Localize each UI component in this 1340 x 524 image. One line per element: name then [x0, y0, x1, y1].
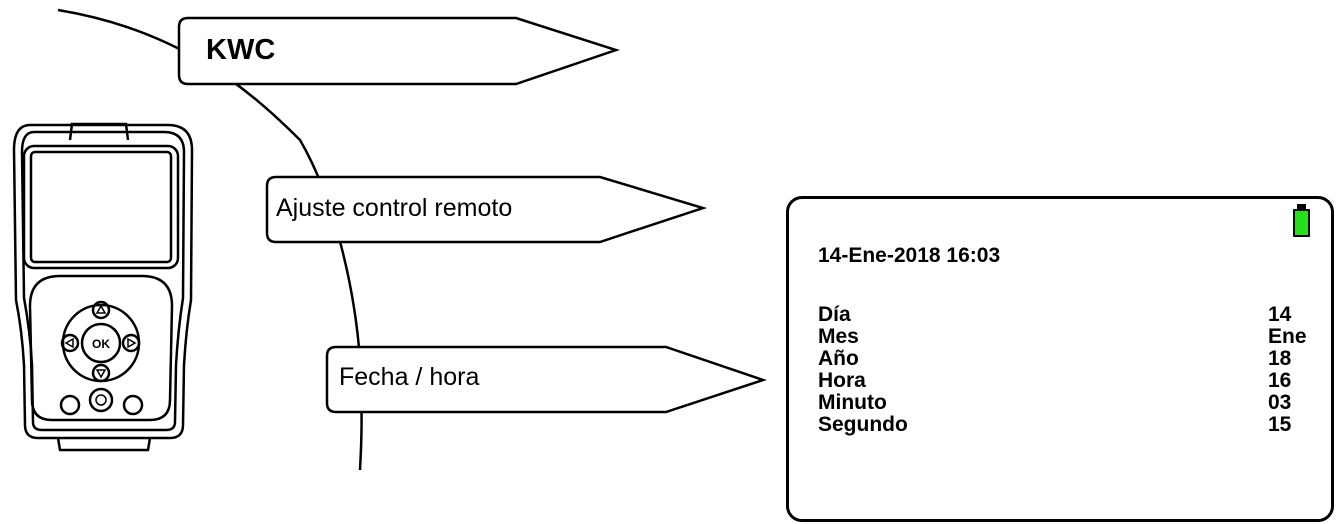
- setting-row-day[interactable]: Día 14: [818, 304, 1302, 326]
- left-function-button-icon: [59, 394, 81, 416]
- battery-terminal: [1297, 204, 1306, 209]
- right-arrow-button-icon: [121, 333, 141, 353]
- battery-icon: [1293, 209, 1310, 237]
- remote-screen-frame: [22, 144, 180, 270]
- current-datetime: 14-Ene-2018 16:03: [818, 244, 1001, 267]
- setting-value: 14: [1268, 303, 1292, 326]
- device-display-screen: 14-Ene-2018 16:03 Día 14 Mes Ene Año 18 …: [786, 196, 1334, 522]
- down-arrow-button-icon: [91, 363, 111, 383]
- callout-ajuste: [265, 175, 708, 244]
- menu-level-2-label: Ajuste control remoto: [276, 194, 513, 222]
- setting-value: 15: [1268, 413, 1292, 436]
- setting-value: Ene: [1268, 325, 1307, 348]
- setting-label: Hora: [818, 369, 866, 392]
- ok-button-label: OK: [92, 337, 110, 351]
- setting-label: Día: [818, 303, 851, 326]
- right-function-button-icon: [122, 394, 144, 416]
- remote-keypad-outline: [28, 274, 174, 422]
- menu-level-1-label: KWC: [206, 34, 276, 66]
- callout-kwc: [177, 16, 620, 86]
- setting-label: Mes: [818, 325, 859, 348]
- remote-control: [12, 122, 194, 452]
- setting-label: Segundo: [818, 413, 908, 436]
- remote-body-inner: [20, 130, 186, 432]
- remote-body: [12, 123, 194, 440]
- setting-row-hour[interactable]: Hora 16: [818, 370, 1302, 392]
- callout-fecha: [325, 345, 767, 414]
- power-button-icon: [88, 387, 114, 413]
- setting-value: 16: [1268, 369, 1292, 392]
- remote-bottom-connector: [56, 437, 152, 452]
- setting-row-month[interactable]: Mes Ene: [818, 325, 1307, 348]
- setting-row-year[interactable]: Año 18: [818, 348, 1302, 370]
- left-arrow-button-icon: [60, 333, 80, 353]
- up-arrow-button-icon: [91, 300, 111, 320]
- setting-value: 03: [1268, 391, 1292, 414]
- setting-label: Año: [818, 347, 859, 370]
- remote-ok-ring: [80, 322, 122, 364]
- menu-level-3-label: Fecha / hora: [339, 363, 480, 391]
- setting-row-second[interactable]: Segundo 15: [818, 414, 1302, 436]
- setting-row-minute[interactable]: Minuto 03: [818, 392, 1302, 414]
- setting-value: 18: [1268, 347, 1292, 370]
- remote-screen: [29, 150, 173, 264]
- setting-label: Minuto: [818, 391, 887, 414]
